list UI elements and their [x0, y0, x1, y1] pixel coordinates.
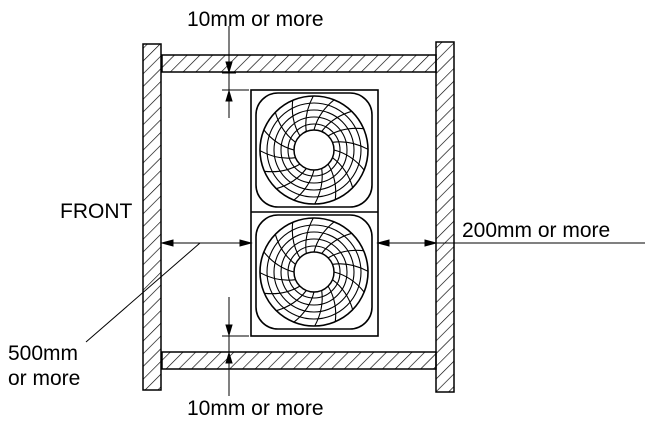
top-clearance-label: 10mm or more [187, 8, 324, 31]
left-clearance-label-line1: 500mm [8, 342, 79, 365]
bottom-fan-guard-icon [255, 214, 373, 330]
bottom-clearance-dimension [222, 297, 249, 396]
right-wall [435, 41, 455, 393]
top-clearance-dimension [222, 26, 249, 118]
bottom-wall [161, 351, 437, 370]
left-clearance-label-line2: or more [8, 367, 81, 390]
front-label: FRONT [60, 200, 133, 223]
right-clearance-label: 200mm or more [462, 219, 611, 242]
left-wall [142, 43, 162, 391]
left-clearance-dimension [85, 239, 253, 343]
right-clearance-dimension [376, 239, 645, 247]
top-wall [161, 54, 437, 73]
top-fan-guard-icon [255, 92, 373, 208]
bottom-clearance-label: 10mm or more [187, 397, 324, 420]
